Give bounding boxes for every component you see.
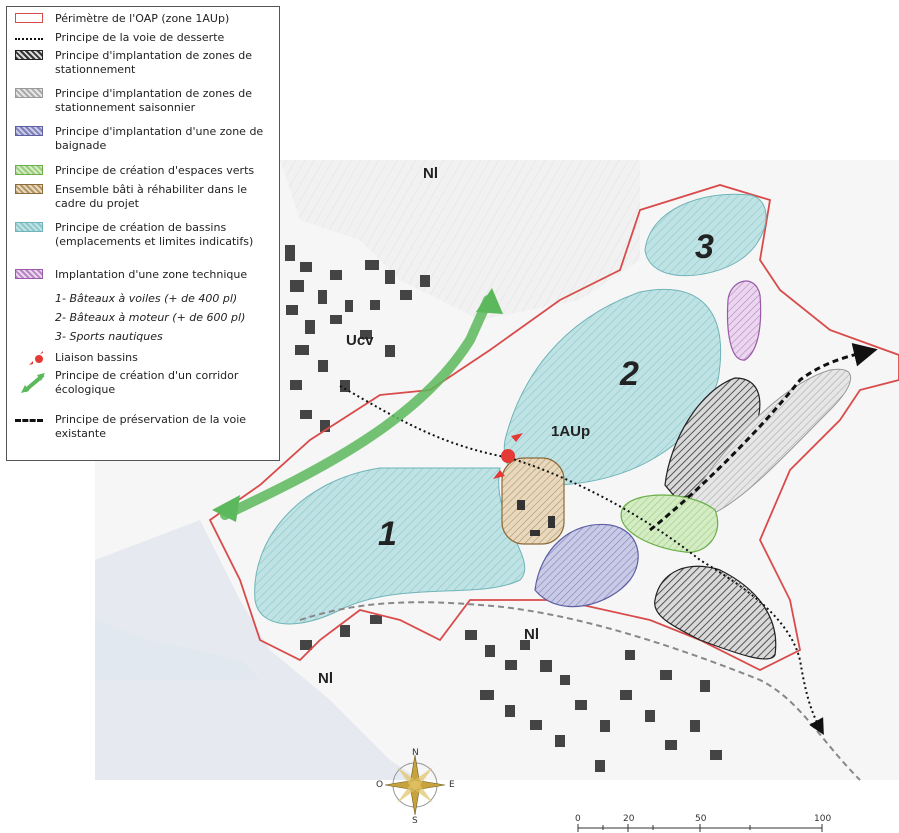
legend-service-road-swatch (15, 38, 43, 40)
scale-bar (577, 824, 823, 832)
legend-building-label: Ensemble bâti à réhabiliter dans le cadr… (55, 183, 248, 210)
zone-label-1aup: 1AUp (551, 423, 591, 440)
corridor-arrow-north-icon (476, 288, 503, 314)
eco-corridor (220, 295, 493, 520)
bathing-zone (534, 523, 639, 608)
basin-3 (644, 193, 767, 277)
legend-basin-1-label: 1- Bâteaux à voiles (+ de 400 pl) (55, 292, 238, 305)
legend-existing-road-label: Principe de préservation de la voie exis… (55, 413, 247, 440)
basin-link-icon (501, 449, 515, 463)
service-road (339, 385, 824, 735)
legend-basin-3-label: 3- Sports nautiques (55, 330, 163, 343)
basin-1 (254, 467, 526, 625)
compass-n: N (412, 748, 419, 758)
legend-basin-link-label: Liaison bassins (55, 351, 138, 364)
legend-seasonal-parking-swatch (15, 88, 43, 98)
legend-bathing-swatch (15, 126, 43, 136)
legend-service-road-label: Principe de la voie de desserte (55, 31, 225, 44)
compass-o: O (376, 780, 384, 790)
legend-corridor-label: Principe de création d'un corridor écolo… (55, 369, 239, 396)
building-rehab-blocks (517, 500, 555, 536)
legend-perimeter-label: Périmètre de l'OAP (zone 1AUp) (55, 12, 230, 25)
legend-green-label: Principe de création d'espaces verts (55, 164, 255, 177)
legend-basin-swatch (15, 222, 43, 232)
channel (95, 620, 260, 680)
legend-corridor-icon (21, 373, 45, 393)
green-space (620, 494, 719, 553)
compass-e: E (449, 780, 455, 790)
technical-zone (726, 280, 762, 361)
legend-basin-2-label: 2- Bâteaux à moteur (+ de 600 pl) (55, 311, 246, 324)
basin-2-number: 2 (620, 355, 639, 393)
natural-zone-north (280, 160, 640, 320)
scale-tick-50: 50 (695, 814, 707, 824)
legend-green-swatch (15, 165, 43, 175)
oap-perimeter (208, 184, 899, 672)
existing-road-preserve (649, 343, 878, 532)
buildings-south (300, 615, 722, 772)
legend-building-swatch (15, 184, 43, 194)
zone-label-nl-top: Nl (423, 165, 438, 182)
scale-tick-20: 20 (623, 814, 635, 824)
scale-tick-100: 100 (814, 814, 832, 824)
basin-1-number: 1 (378, 515, 397, 553)
zone-label-nl-bottom: Nl (318, 670, 333, 687)
seasonal-parking (689, 368, 852, 516)
legend-basin-link-icon (29, 351, 43, 365)
legend-parking-label: Principe d'implantation de zones de stat… (55, 49, 252, 76)
legend-technical-swatch (15, 269, 43, 279)
compass-rose-icon (384, 754, 446, 816)
basin-3-number: 3 (695, 228, 714, 266)
zone-label-nl-middle: Nl (524, 626, 539, 643)
scale-tick-0: 0 (575, 814, 581, 824)
corridor-arrow-west-icon (212, 495, 240, 522)
map-legend: Périmètre de l'OAP (zone 1AUp) Principe … (6, 6, 280, 461)
compass-s: S (412, 816, 418, 826)
buildings-ucv (285, 245, 430, 432)
zone-label-ucv: Ucv (346, 332, 374, 349)
legend-bathing-label: Principe d'implantation d'une zone de ba… (55, 125, 264, 152)
legend-basin-label: Principe de création de bassins (emplace… (55, 221, 254, 248)
legend-seasonal-parking-label: Principe d'implantation de zones de stat… (55, 87, 252, 114)
sea-area (95, 520, 420, 780)
legend-existing-road-swatch (15, 419, 43, 422)
legend-technical-label: Implantation d'une zone technique (55, 268, 248, 281)
legend-perimeter-swatch (15, 13, 43, 23)
legend-parking-swatch (15, 50, 43, 60)
